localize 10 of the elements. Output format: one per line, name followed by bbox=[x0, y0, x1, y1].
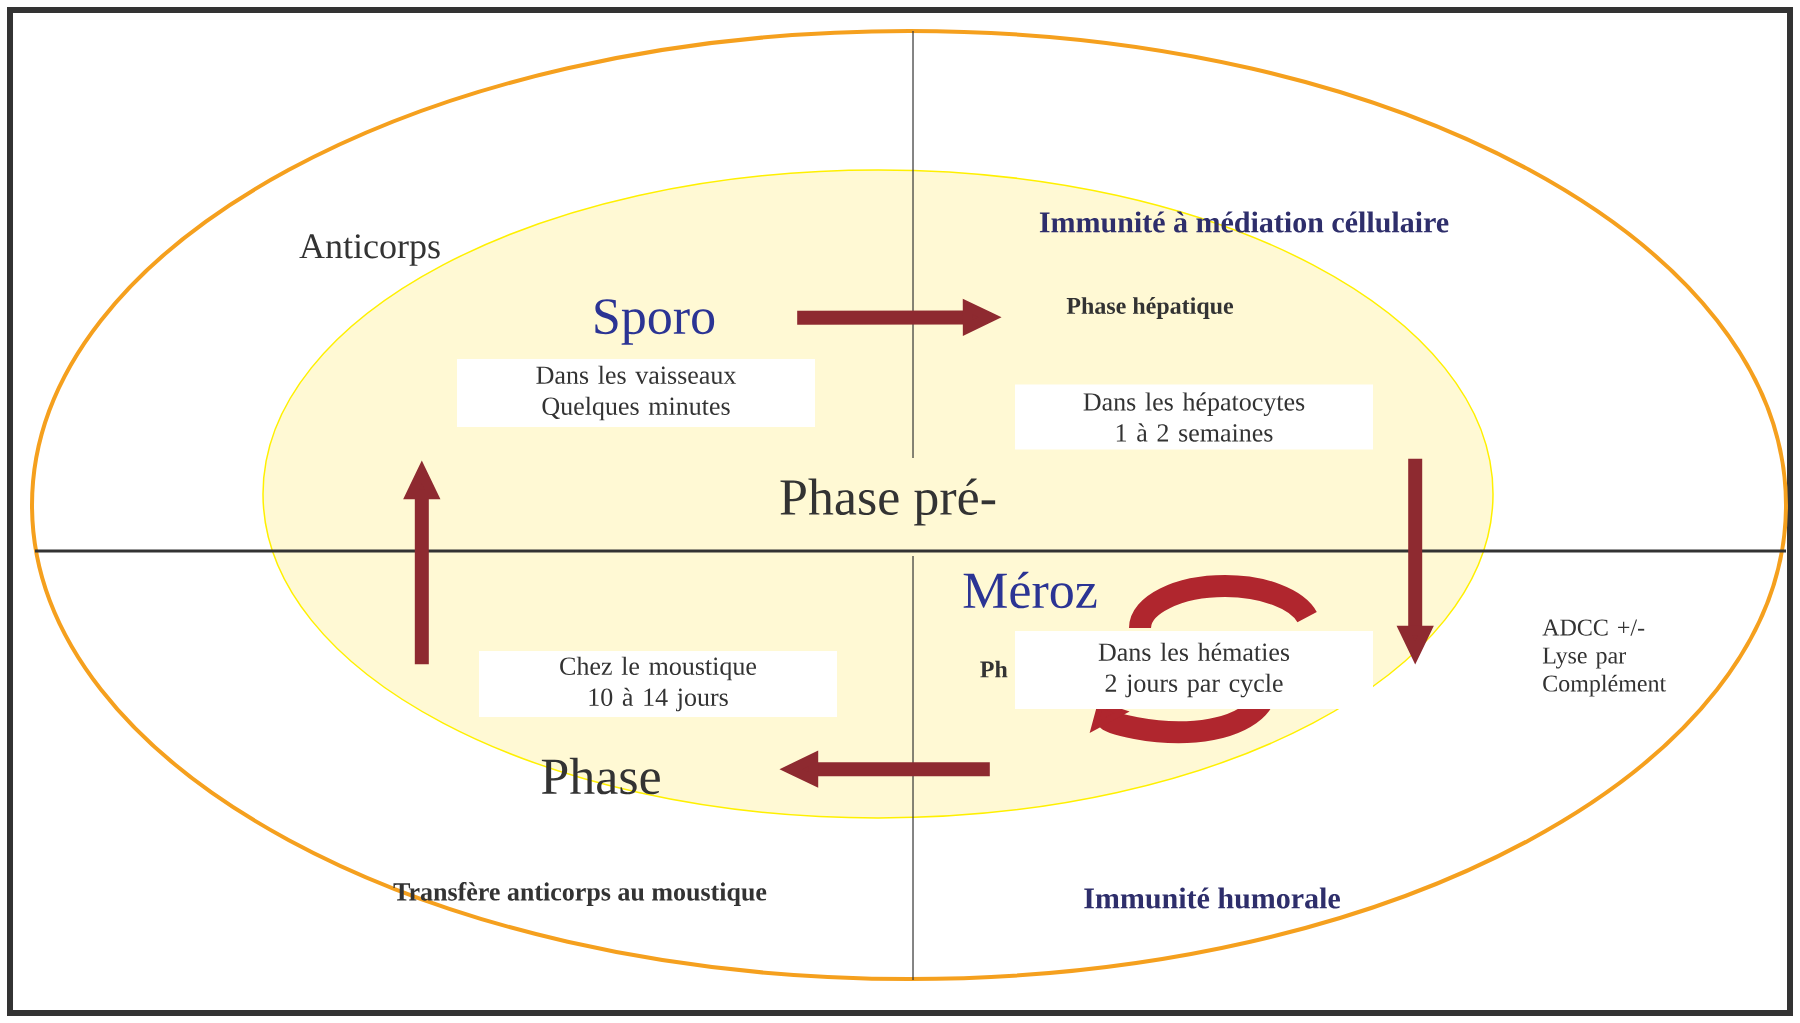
text-box: Chez le moustique 10 à 14 jours bbox=[479, 651, 837, 717]
stage-name: Phase pré- bbox=[780, 478, 996, 526]
heading-text: Immunité humorale bbox=[1084, 887, 1340, 909]
label-text: Phase hépatique bbox=[1066, 297, 1234, 319]
label-text: Anticorps bbox=[299, 234, 440, 266]
text-box: Dans les hématies 2 jours par cycle bbox=[1015, 631, 1373, 709]
note-text: ADCC +/- Lyse par Complément bbox=[1542, 619, 1667, 697]
text-box: Dans les vaisseaux Quelques minutes bbox=[457, 359, 815, 427]
stage-name: Méroz bbox=[963, 571, 1097, 609]
text-box: Dans les hépatocytes 1 à 2 semaines bbox=[1015, 384, 1373, 450]
